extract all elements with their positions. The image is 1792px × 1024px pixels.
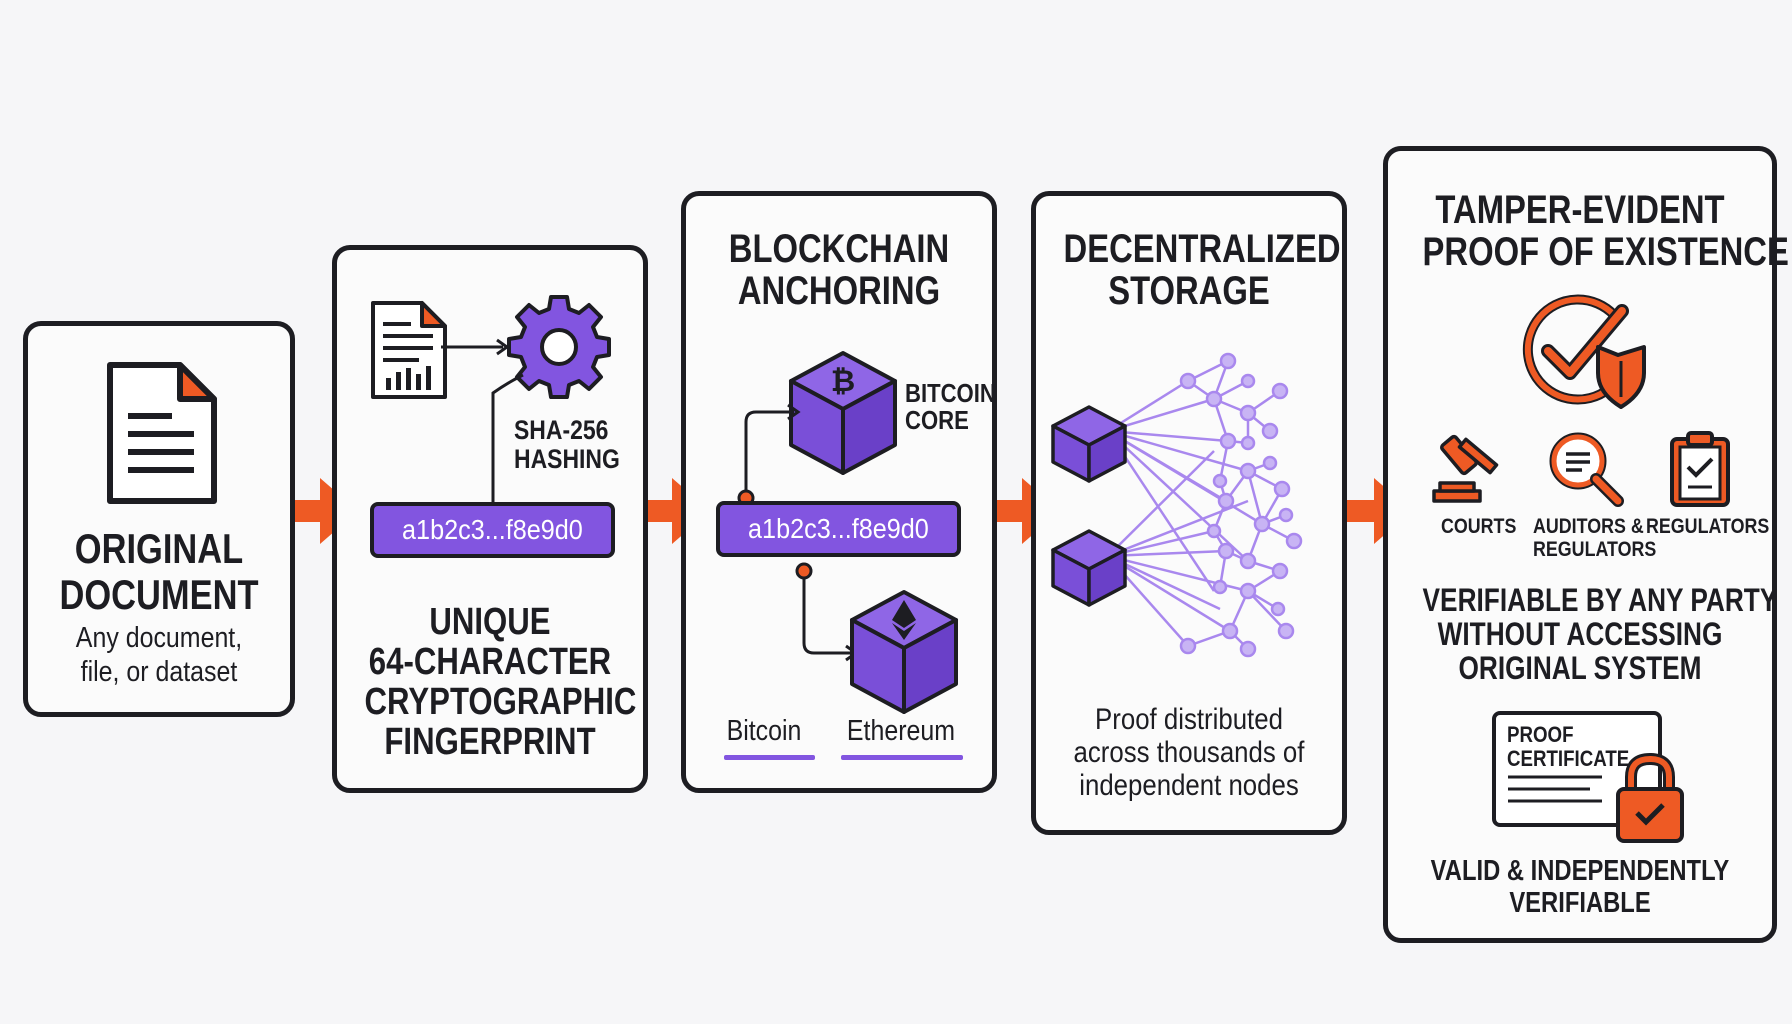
chain-bitcoin-label: Bitcoin [726,715,802,747]
step-decentralized-storage: DECENTRALIZED STORAGE [1031,191,1347,835]
doc-to-gear-arrow [441,338,510,356]
step-blockchain-anchoring: BLOCKCHAIN ANCHORING ₿ BITCOIN CORE a1b2… [681,191,997,793]
gavel-icon [1432,434,1499,503]
chain-bitcoin-underline [724,755,815,760]
step1-title-line1: ORIGINAL [74,525,244,572]
document-icon [107,362,217,504]
clipboard-icon [1670,431,1730,507]
anchored-hash-pill: a1b2c3...f8e9d0 [716,501,961,557]
valid-line1: VALID & INDEPENDENTLY [1430,855,1730,887]
step3-title-line2: ANCHORING [737,269,941,313]
party-auditors-label-line2: REGULATORS [1533,538,1657,561]
certificate-label-line1: PROOF [1507,722,1574,747]
party-auditors-label-line1: AUDITORS & [1533,515,1644,538]
step4-desc-line2: across thousands of [1073,736,1305,769]
step4-desc-line3: independent nodes [1079,769,1299,802]
step3-title-line1: BLOCKCHAIN [728,227,950,271]
hash-to-bitcoin-arrow [737,403,801,507]
step5-title-line1: TAMPER-EVIDENT [1435,188,1725,232]
certificate-label-line2: CERTIFICATE [1507,746,1630,771]
bitcoin-cube-icon: ₿ [789,351,897,475]
step4-title-line1: DECENTRALIZED [1063,227,1341,271]
step1-title-line2: DOCUMENT [59,571,259,618]
verify-line1: VERIFIABLE BY ANY PARTY [1422,582,1778,618]
bitcoin-core-line1: BITCOIN [905,378,996,408]
ethereum-cube-icon [850,590,958,714]
step2-caption-line4: FINGERPRINT [384,721,596,763]
gear-icon [507,295,611,399]
party-regulators-label: REGULATORS [1646,515,1770,538]
step4-desc-line1: Proof distributed [1095,703,1283,736]
step1-desc-line1: Any document, [75,622,243,654]
network-nodes-icon [1051,352,1303,658]
anchored-hash-text: a1b2c3...f8e9d0 [748,513,929,544]
padlock-icon [1616,752,1684,843]
document-chart-icon [371,301,447,399]
verify-line2: WITHOUT ACCESSING [1437,616,1723,652]
hash-to-ethereum-arrow [795,562,859,662]
step5-title-line2: PROOF OF EXISTENCE [1422,230,1789,274]
step2-caption-line3: CRYPTOGRAPHIC [364,681,637,723]
magnifier-icon [1549,432,1624,507]
step2-caption-line2: 64-CHARACTER [368,641,612,683]
bitcoin-core-line2: CORE [905,405,969,435]
sha256-label-line2: HASHING [514,444,620,474]
svg-text:₿: ₿ [831,365,855,398]
step-original-document: ORIGINAL DOCUMENT Any document, file, or… [23,321,295,717]
valid-line2: VERIFIABLE [1509,887,1651,919]
party-courts-label: COURTS [1441,515,1517,538]
hash-value-pill: a1b2c3...f8e9d0 [370,502,615,558]
step4-title-line2: STORAGE [1108,269,1270,313]
check-shield-icon [1522,294,1646,409]
step-proof-of-existence: TAMPER-EVIDENT PROOF OF EXISTENCE COURTS… [1383,146,1789,943]
chain-ethereum-underline [841,755,963,760]
step2-caption-line1: UNIQUE [429,601,551,643]
verify-line3: ORIGINAL SYSTEM [1458,650,1702,686]
sha256-label-line1: SHA-256 [514,415,609,445]
hash-value-text: a1b2c3...f8e9d0 [402,514,583,545]
step-hashing: SHA-256 HASHING a1b2c3...f8e9d0 UNIQUE 6… [332,245,648,793]
step1-desc-line2: file, or dataset [80,656,238,688]
chain-ethereum-label: Ethereum [846,715,956,747]
